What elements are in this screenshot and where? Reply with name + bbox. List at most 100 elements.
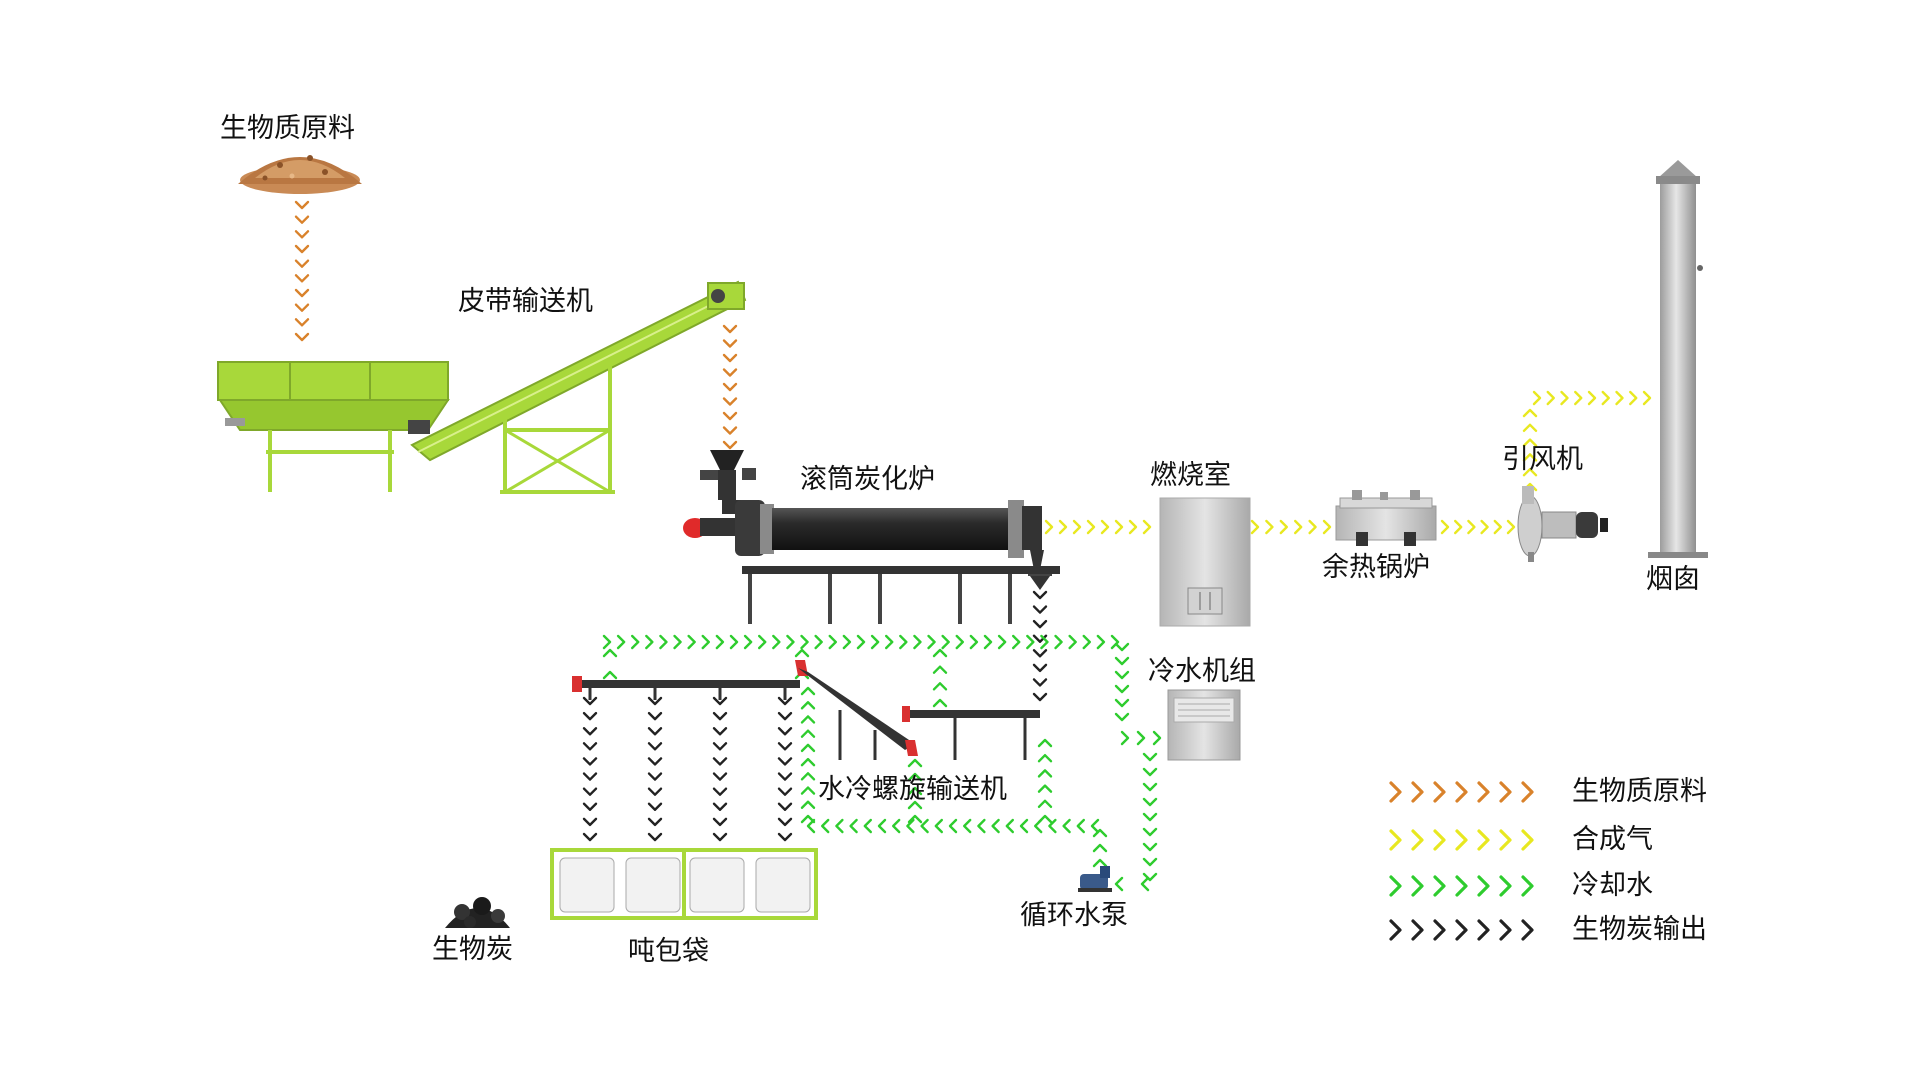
chevron-arrow-icon [849,818,858,834]
combustion-chamber-machine [1159,497,1251,627]
chevron-arrow-icon [983,634,993,650]
chevron-arrow-icon [582,742,598,751]
label-biochar: 生物炭 [432,934,513,965]
chevron-arrow-icon [715,634,725,650]
label-circulation-pump: 循环水泵 [1020,900,1128,931]
chevron-arrow-icon [294,288,310,298]
chevron-arrow-icon [1308,519,1317,535]
legend-chevron-icon [1389,829,1402,851]
chevron-arrow-icon [932,665,948,674]
chevron-arrow-icon [1114,519,1124,535]
chevron-arrow-icon [800,800,816,809]
chevron-arrow-icon [794,648,810,658]
chevron-arrow-icon [907,786,923,796]
waste-heat-boiler-machine [1335,490,1437,546]
chevron-arrow-icon [899,634,908,650]
chevron-arrow-icon [777,772,793,781]
chevron-arrow-icon [645,634,654,650]
chevron-arrow-icon [722,368,738,377]
chevron-arrow-icon [1142,812,1158,822]
chevron-arrow-icon [1012,634,1021,650]
chevron-arrow-icon [955,634,964,650]
chevron-arrow-icon [777,757,793,766]
chevron-arrow-icon [758,634,767,650]
chimney-stack [1648,160,1708,558]
chevron-arrow-icon [800,686,816,696]
legend-chevron-icon [1389,919,1402,941]
chevron-arrow-icon [647,832,663,842]
rotary-kiln-machine [683,450,1060,624]
chevron-arrow-icon [1032,590,1048,600]
chevron-arrow-icon [647,742,663,751]
chevron-arrow-icon [1128,519,1138,535]
chevron-arrow-icon [800,786,816,795]
chevron-arrow-icon [1114,642,1130,652]
chevron-arrow-icon [907,772,923,782]
chevron-arrow-icon [659,634,668,650]
chevron-arrow-icon [842,634,852,650]
chevron-arrow-icon [1114,698,1130,708]
chevron-arrow-icon [294,200,310,210]
chevron-arrow-icon [647,757,663,766]
feed-hopper [217,361,450,492]
chevron-arrow-icon [877,818,887,834]
chevron-arrow-icon [932,648,948,658]
legend-chevron-icon [1389,781,1402,803]
chevron-arrow-icon [722,382,738,392]
chevron-arrow-icon [800,701,816,710]
chevron-arrow-icon [712,711,728,721]
legend-chevron-icon [1433,875,1446,897]
label-combustion-chamber: 燃烧室 [1150,460,1231,491]
chevron-arrow-icon [1142,752,1158,762]
chevron-arrow-icon [777,727,793,736]
chevron-arrow-icon [1142,782,1158,792]
chevron-arrow-icon [582,711,598,721]
chevron-arrow-icon [1142,519,1152,535]
chevron-arrow-icon [1040,634,1049,650]
chevron-arrow-icon [777,832,793,842]
legend-item-syngas: 合成气 [1572,824,1653,855]
legend-chevron-icon [1455,875,1468,897]
chevron-arrow-icon [582,757,598,766]
chevron-arrow-icon [294,303,310,312]
chevron-arrow-icon [1587,390,1597,406]
legend-chevron-icon [1433,829,1446,851]
chevron-arrow-icon [1480,519,1489,535]
chevron-arrow-icon [722,411,738,421]
legend-chevron-icon [1499,829,1512,851]
chevron-arrow-icon [1440,519,1450,535]
chevron-arrow-icon [1032,663,1048,673]
chevron-arrow-icon [712,757,728,766]
chevron-arrow-icon [712,787,728,796]
chevron-arrow-icon [1110,634,1120,650]
chevron-arrow-icon [701,634,710,650]
chevron-arrow-icon [814,634,823,650]
chevron-arrow-icon [856,634,866,650]
chevron-arrow-icon [1142,827,1158,837]
chevron-arrow-icon [1642,390,1652,406]
chevron-arrow-icon [777,711,793,721]
chevron-arrow-icon [927,634,936,650]
chevron-arrow-icon [777,802,793,811]
chevron-arrow-icon [777,817,793,827]
chevron-arrow-icon [582,727,598,736]
chevron-arrow-icon [1086,519,1096,535]
chevron-arrow-icon [1032,605,1048,614]
chiller-unit-machine [1167,689,1241,761]
chevron-arrow-icon [1522,438,1538,447]
chevron-arrow-icon [1058,519,1068,535]
wood-chip-pile-icon [238,155,362,194]
chevron-arrow-icon [1120,730,1130,746]
chevron-arrow-icon [294,230,310,239]
chevron-arrow-icon [1026,634,1035,650]
chevron-arrow-icon [1136,730,1146,746]
chevron-arrow-icon [948,818,958,834]
chevron-arrow-icon [647,696,663,706]
chevron-arrow-icon [934,818,943,834]
chevron-arrow-icon [1546,390,1555,406]
chevron-arrow-icon [1294,519,1303,535]
chevron-arrow-icon [1152,730,1162,746]
chevron-arrow-icon [963,818,972,834]
chevron-arrow-icon [582,787,598,796]
